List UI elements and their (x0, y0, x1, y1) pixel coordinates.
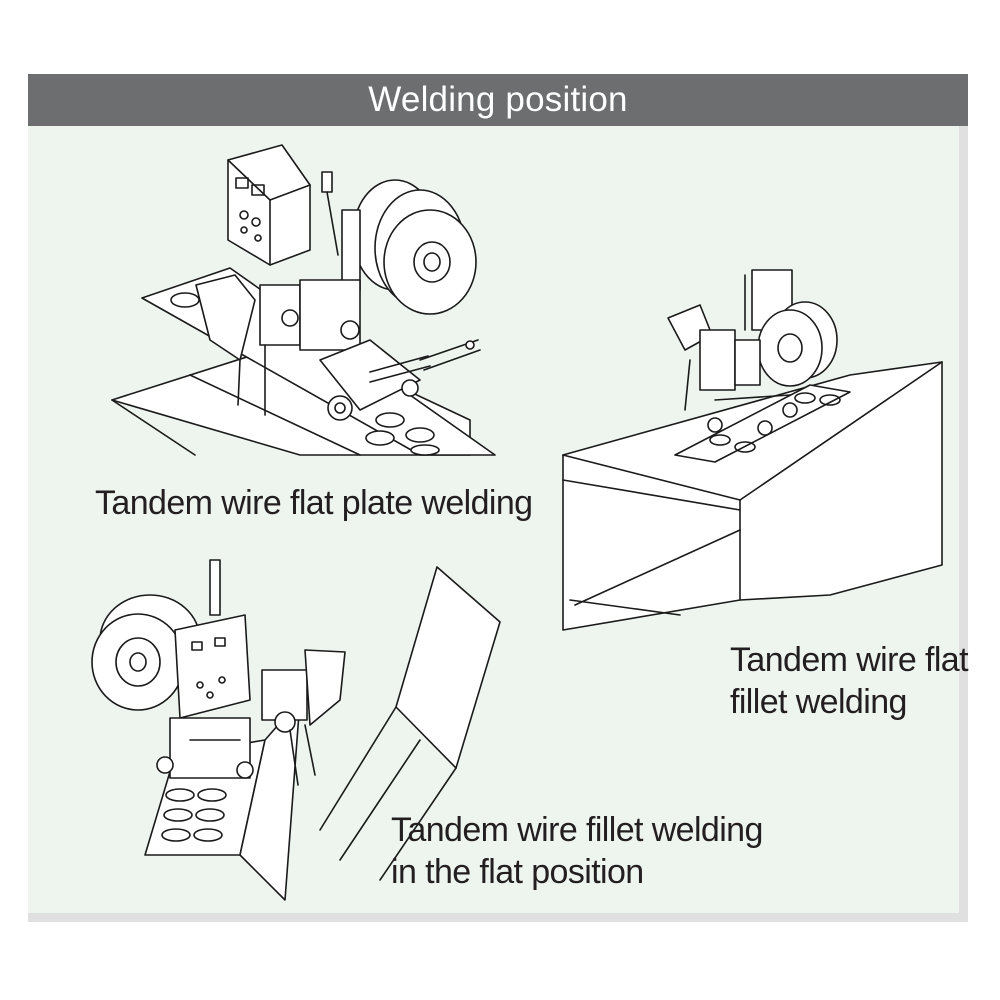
caption-line: in the flat position (391, 853, 644, 891)
caption-line: fillet welding (730, 683, 907, 721)
caption-flat-fillet-welding: Tandem wire flat fillet welding (730, 639, 969, 723)
panel-title: Welding position (28, 74, 968, 126)
caption-fillet-flat-position: Tandem wire fillet welding in the flat p… (391, 809, 763, 893)
fillet-flat-position-illustration (91, 559, 501, 901)
caption-line: Tandem wire fillet welding (391, 811, 763, 849)
flat-fillet-welding-illustration (562, 269, 943, 631)
caption-flat-plate-welding: Tandem wire flat plate welding (95, 484, 533, 522)
flat-plate-welding-illustration (111, 144, 496, 456)
caption-line: Tandem wire flat (730, 641, 969, 679)
